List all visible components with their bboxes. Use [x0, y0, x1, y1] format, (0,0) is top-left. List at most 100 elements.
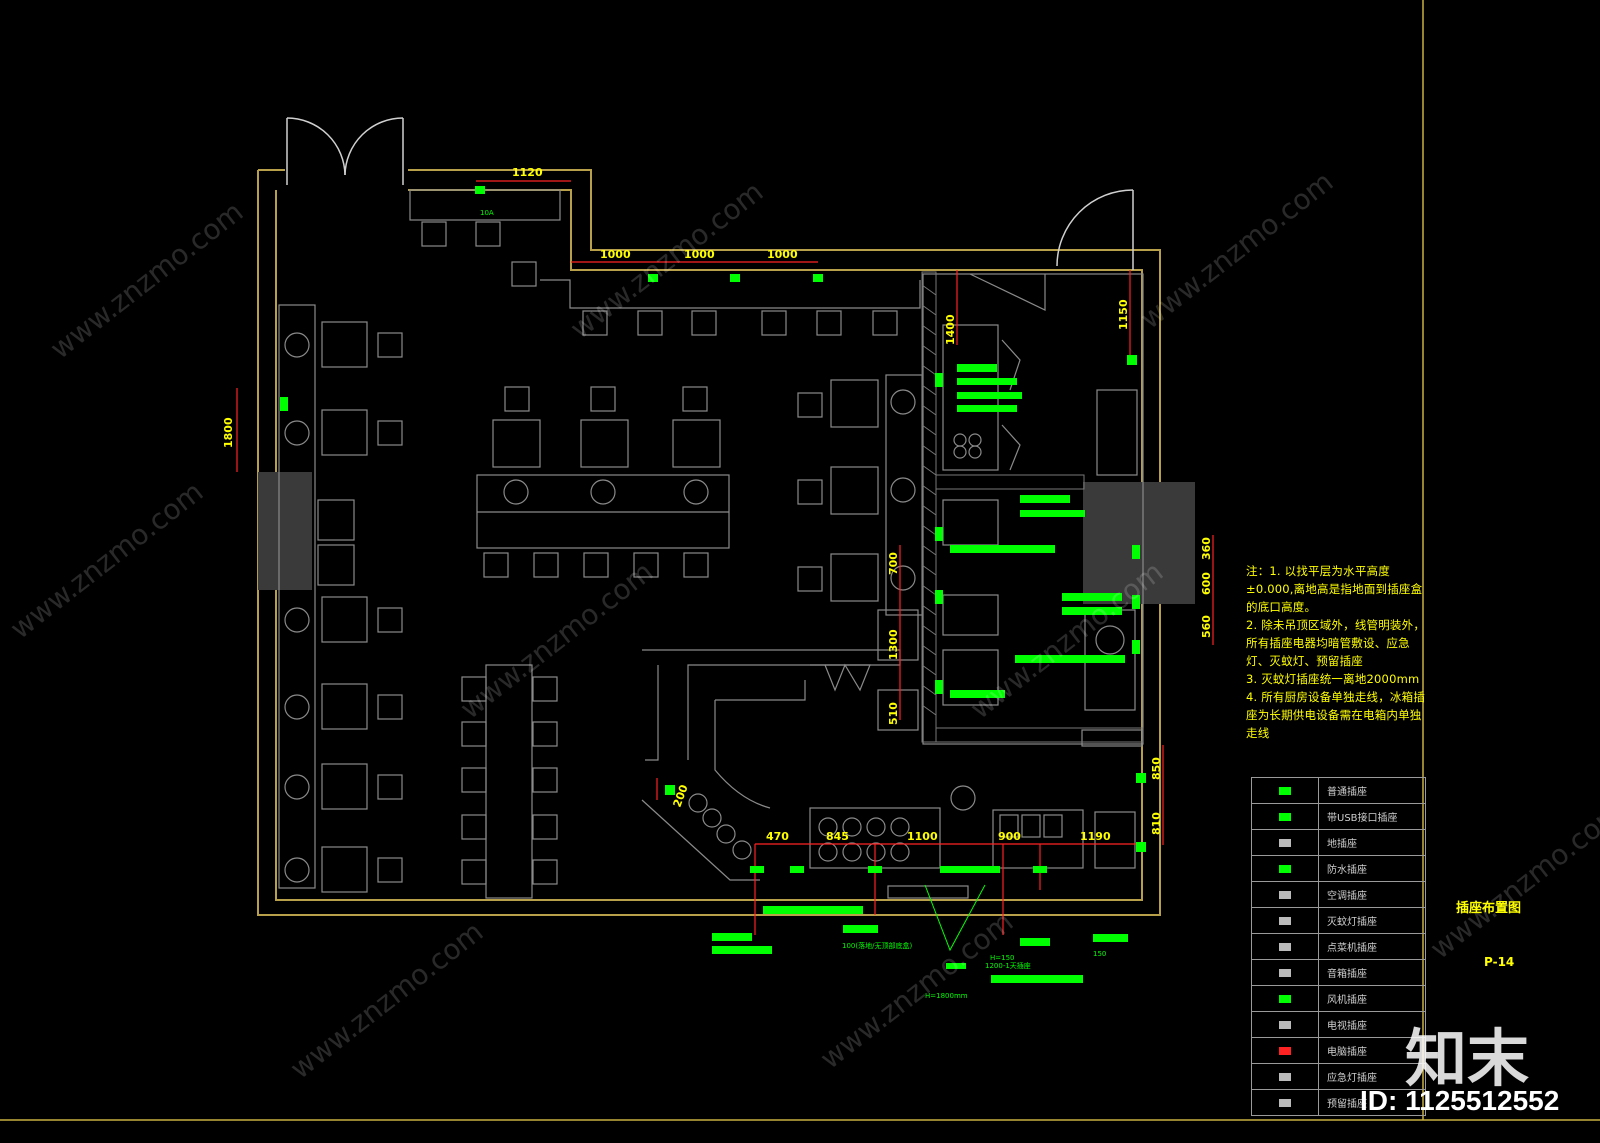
legend-symbol	[1252, 830, 1319, 855]
socket-icon	[1279, 1020, 1291, 1029]
legend-label: 地插座	[1327, 839, 1357, 850]
legend-symbol	[1252, 1064, 1319, 1089]
legend-label: 电脑插座	[1327, 1047, 1367, 1058]
note-line-3: 3. 灭蚊灯插座统一离地2000mm	[1246, 672, 1420, 686]
legend-row: 电脑插座	[1252, 1038, 1425, 1064]
legend-symbol	[1252, 986, 1319, 1011]
image-id: ID: 1125512552	[1360, 1085, 1560, 1116]
socket-icon	[1279, 864, 1291, 873]
watermark-7: www.znzmo.com	[284, 915, 489, 1086]
legend-row: 点菜机插座	[1252, 934, 1425, 960]
legend-symbol	[1252, 960, 1319, 985]
brand-logo: 知末	[1405, 1022, 1530, 1095]
dim-bar-3: 1100	[907, 830, 938, 843]
legend-symbol	[1252, 1090, 1319, 1115]
dimension-lines	[236, 180, 1214, 935]
watermark-4: www.znzmo.com	[4, 475, 209, 646]
legend-table: 普通插座带USB接口插座地插座防水插座空调插座灭蚊灯插座点菜机插座音箱插座风机插…	[1251, 777, 1426, 1116]
callout-floor: 100(落地/无顶部底盒)	[842, 941, 912, 950]
legend-symbol	[1252, 1012, 1319, 1037]
dim-bar-4: 900	[998, 830, 1021, 843]
legend-label: 音箱插座	[1327, 969, 1367, 980]
socket-icon	[1279, 1072, 1291, 1081]
callout-150: 150	[1093, 950, 1106, 958]
legend-label: 预留插座	[1327, 1099, 1367, 1110]
socket-icon	[1279, 786, 1291, 795]
watermark-1: www.znzmo.com	[44, 195, 249, 366]
dim-window-2: 1000	[684, 248, 715, 261]
legend-row: 应急灯插座	[1252, 1064, 1425, 1090]
watermark-2: www.znzmo.com	[564, 175, 769, 346]
note-line-1: 注：1. 以找平层为水平高度±0.000,离地高是指地面到插座盒的底口高度。	[1246, 564, 1423, 614]
socket-icon	[1279, 1098, 1291, 1107]
callout-text: 10A 100(落地/无顶部底盒) 150 H=150 1200-1天插座 H=…	[480, 209, 1106, 1000]
kitchen-partition	[921, 271, 1144, 743]
exterior-walls	[257, 169, 1161, 916]
dim-bar-2: 845	[826, 830, 849, 843]
legend-label: 普通插座	[1327, 787, 1367, 798]
dim-kitchen-mid-3: 510	[887, 702, 900, 725]
callout-10a: 10A	[480, 209, 494, 217]
legend-row: 空调插座	[1252, 882, 1425, 908]
legend-label: 灭蚊灯插座	[1327, 917, 1377, 928]
drawing-number: P-14	[1484, 955, 1515, 969]
legend-row: 普通插座	[1252, 778, 1425, 804]
legend-label: 风机插座	[1327, 995, 1367, 1006]
dim-left-wall: 1800	[222, 417, 235, 448]
legend-symbol	[1252, 778, 1319, 803]
legend-label: 应急灯插座	[1327, 1073, 1377, 1084]
watermark-3: www.znzmo.com	[1134, 165, 1339, 336]
socket-icon	[1279, 890, 1291, 899]
socket-icon	[1279, 1046, 1291, 1055]
socket-icon	[1279, 838, 1291, 847]
legend-symbol	[1252, 908, 1319, 933]
design-notes: 注：1. 以找平层为水平高度±0.000,离地高是指地面到插座盒的底口高度。 2…	[1246, 562, 1426, 742]
dim-window-1: 1000	[600, 248, 631, 261]
legend-label: 防水插座	[1327, 865, 1367, 876]
dim-window-3: 1000	[767, 248, 798, 261]
dim-bottom-right-2: 810	[1150, 812, 1163, 835]
right-pillar	[1083, 482, 1195, 604]
legend-label: 带USB接口插座	[1327, 813, 1398, 824]
dim-bar-5: 1190	[1080, 830, 1111, 843]
socket-symbols	[280, 186, 1146, 873]
legend-label: 电视插座	[1327, 1021, 1367, 1032]
dim-top-entry: 1120	[512, 166, 543, 179]
legend-symbol	[1252, 934, 1319, 959]
drawing-title: 插座布置图	[1456, 901, 1522, 916]
callout-1200: 1200-1天插座	[985, 961, 1031, 970]
legend-symbol	[1252, 882, 1319, 907]
socket-icon	[1279, 994, 1291, 1003]
legend-symbol	[1252, 1038, 1319, 1063]
legend-row: 防水插座	[1252, 856, 1425, 882]
socket-icon	[1279, 968, 1291, 977]
callout-h150: H=150	[990, 954, 1015, 962]
leader-lines	[924, 884, 986, 952]
legend-row: 灭蚊灯插座	[1252, 908, 1425, 934]
legend-label: 点菜机插座	[1327, 943, 1377, 954]
dim-kitchen-right: 1150	[1117, 299, 1130, 330]
dim-kitchen-mid-1: 700	[887, 552, 900, 575]
entrance-double-door	[286, 117, 404, 185]
socket-icon	[1279, 916, 1291, 925]
dimension-labels: 1120 1000 1000 1000 1800 1400 1150 700 1…	[222, 166, 1213, 843]
dim-right-1: 360	[1200, 537, 1213, 560]
furniture	[278, 189, 1144, 899]
note-line-4: 4. 所有厨房设备单独走线，冰箱插座为长期供电设备需在电箱内单独走线	[1246, 690, 1426, 740]
dim-right-2: 600	[1200, 572, 1213, 595]
dim-bottom-right-1: 850	[1150, 757, 1163, 780]
socket-icon	[1279, 812, 1291, 821]
socket-annotations	[712, 364, 1128, 983]
kitchen-door	[1056, 189, 1134, 270]
legend-symbol	[1252, 804, 1319, 829]
legend-row: 地插座	[1252, 830, 1425, 856]
legend-symbol	[1252, 856, 1319, 881]
dim-kitchen-mid-2: 1300	[887, 629, 900, 660]
legend-row: 带USB接口插座	[1252, 804, 1425, 830]
watermark-9: www.znzmo.com	[1424, 795, 1600, 966]
dim-kitchen-top: 1400	[944, 314, 957, 345]
legend-row: 音箱插座	[1252, 960, 1425, 986]
legend-row: 电视插座	[1252, 1012, 1425, 1038]
legend-row: 风机插座	[1252, 986, 1425, 1012]
